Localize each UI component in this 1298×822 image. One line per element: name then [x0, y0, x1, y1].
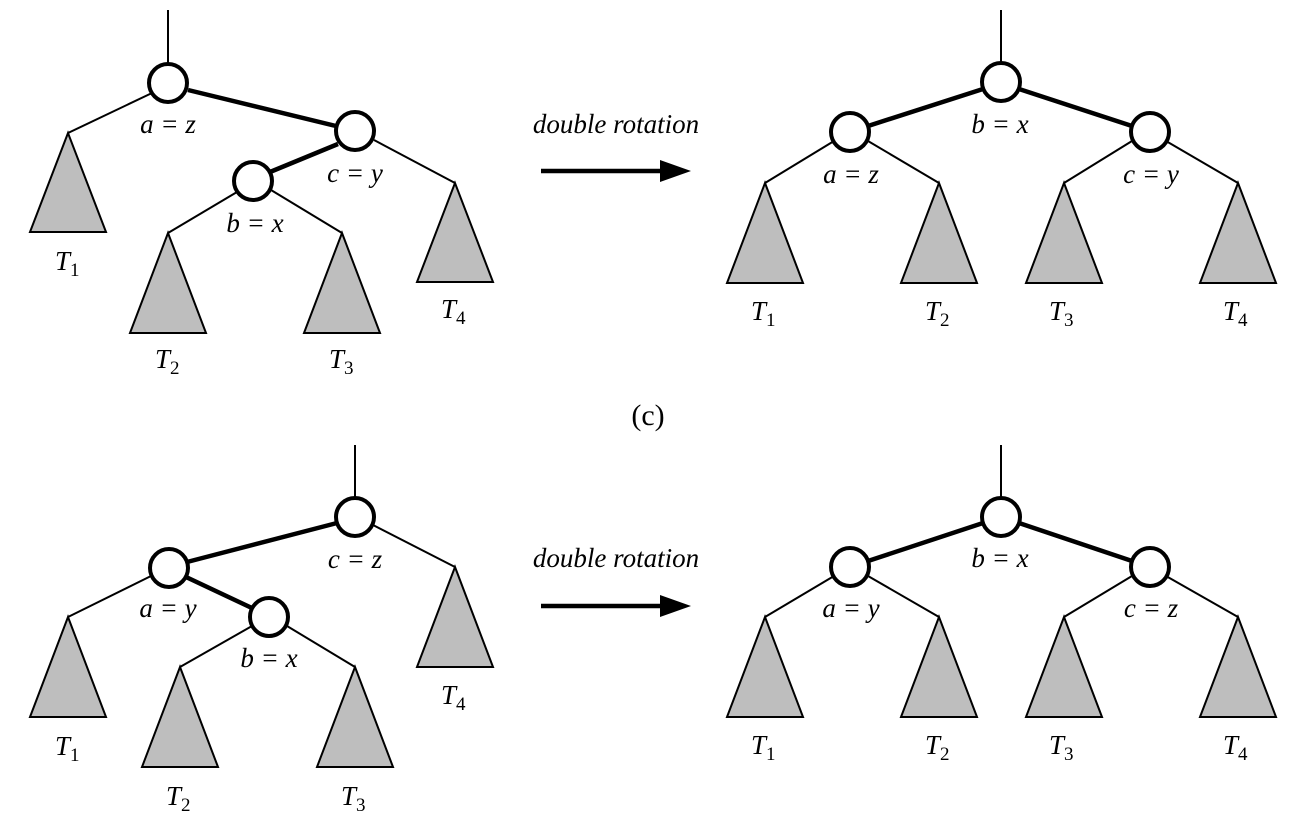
node-label-c: c = z	[328, 544, 383, 574]
edge	[167, 191, 238, 234]
node-label-a: a = z	[823, 159, 879, 189]
node-label-c: c = z	[1124, 593, 1179, 623]
subtree-t3	[1024, 614, 1104, 718]
node-c	[1129, 111, 1171, 153]
node-a	[829, 546, 871, 588]
subtree-t2	[140, 664, 220, 768]
bold-edge	[186, 520, 338, 565]
subtree-label-t1: T1	[55, 731, 80, 766]
figure-caption: (c)	[631, 399, 664, 432]
subtree-t4	[415, 564, 495, 668]
edge	[286, 625, 356, 668]
subtree-t1	[28, 130, 108, 233]
subtree-label-t3: T3	[1049, 730, 1074, 765]
arrow-top: double rotation	[533, 109, 699, 182]
bold-edge	[867, 86, 984, 129]
subtree-t3	[1024, 180, 1104, 284]
bold-edge	[867, 520, 984, 564]
node-a	[147, 62, 189, 104]
bold-edge	[187, 87, 337, 129]
subtree-label-t1: T1	[55, 246, 80, 281]
subtree-label-t1: T1	[751, 730, 776, 765]
subtree-t4	[1198, 614, 1278, 718]
subtree-t2	[899, 180, 979, 284]
subtree-label-t3: T3	[1049, 296, 1074, 331]
subtree-t2	[899, 614, 979, 718]
subtree-label-t2: T2	[925, 296, 950, 331]
edge	[1165, 575, 1239, 618]
edge	[867, 575, 940, 618]
subtree-t1	[28, 614, 108, 718]
bold-edge	[1018, 86, 1133, 129]
edge	[373, 139, 456, 184]
subtree-label-t4: T4	[1223, 296, 1248, 331]
subtree-t2	[128, 230, 208, 334]
node-label-c: c = y	[1123, 159, 1179, 189]
node-label-a: a = y	[139, 593, 196, 623]
edge	[764, 575, 835, 618]
node-label-b: b = x	[226, 208, 283, 238]
edge	[867, 140, 940, 184]
subtree-t4	[1198, 180, 1278, 284]
tree-bottom-after: b = x a = y c = z T1 T2 T3 T4	[725, 445, 1278, 765]
edge	[764, 140, 835, 184]
subtree-t4	[415, 180, 495, 283]
subtree-label-t4: T4	[441, 680, 466, 715]
bold-edge	[185, 574, 255, 612]
edge	[1063, 140, 1133, 184]
edge	[372, 524, 456, 568]
tree-top-before: a = z c = y b = x T1 T2 T3 T4	[28, 10, 495, 379]
node-label-b: b = x	[240, 643, 297, 673]
node-label-a: a = z	[140, 109, 196, 139]
subtree-label-t4: T4	[1223, 730, 1248, 765]
subtree-label-t1: T1	[751, 296, 776, 331]
bold-edge	[269, 141, 339, 175]
subtree-t3	[315, 664, 395, 768]
node-label-a: a = y	[822, 593, 879, 623]
node-b	[980, 61, 1022, 103]
subtree-label-t2: T2	[925, 730, 950, 765]
edge	[1063, 575, 1133, 618]
node-b	[248, 596, 290, 638]
subtree-t3	[302, 230, 382, 334]
subtree-t1	[725, 180, 805, 284]
arrow-label-bottom: double rotation	[533, 543, 699, 573]
edge	[67, 575, 152, 618]
subtree-t1	[725, 614, 805, 718]
subtree-label-t2: T2	[166, 781, 191, 816]
node-label-b: b = x	[971, 109, 1028, 139]
node-b	[232, 160, 274, 202]
subtree-label-t4: T4	[441, 294, 466, 329]
node-c	[334, 110, 376, 152]
subtree-label-t3: T3	[341, 781, 366, 816]
edge	[270, 189, 343, 234]
edge	[67, 92, 153, 134]
node-a	[148, 547, 190, 589]
node-label-b: b = x	[971, 543, 1028, 573]
node-c	[1129, 546, 1171, 588]
bold-edge	[1018, 520, 1133, 564]
node-a	[829, 111, 871, 153]
arrow-bottom: double rotation	[533, 543, 699, 617]
edge	[179, 625, 253, 668]
arrow-head	[660, 595, 691, 617]
subtree-label-t3: T3	[329, 344, 354, 379]
subtree-label-t2: T2	[155, 344, 180, 379]
edge	[1165, 140, 1239, 184]
tree-top-after: b = x a = z c = y T1 T2 T3 T4	[725, 10, 1278, 331]
arrow-head	[660, 160, 691, 182]
node-label-c: c = y	[327, 158, 383, 188]
tree-bottom-before: c = z a = y b = x T1 T2 T3 T4	[28, 445, 495, 816]
arrow-label-top: double rotation	[533, 109, 699, 139]
node-b	[980, 496, 1022, 538]
node-c	[334, 496, 376, 538]
